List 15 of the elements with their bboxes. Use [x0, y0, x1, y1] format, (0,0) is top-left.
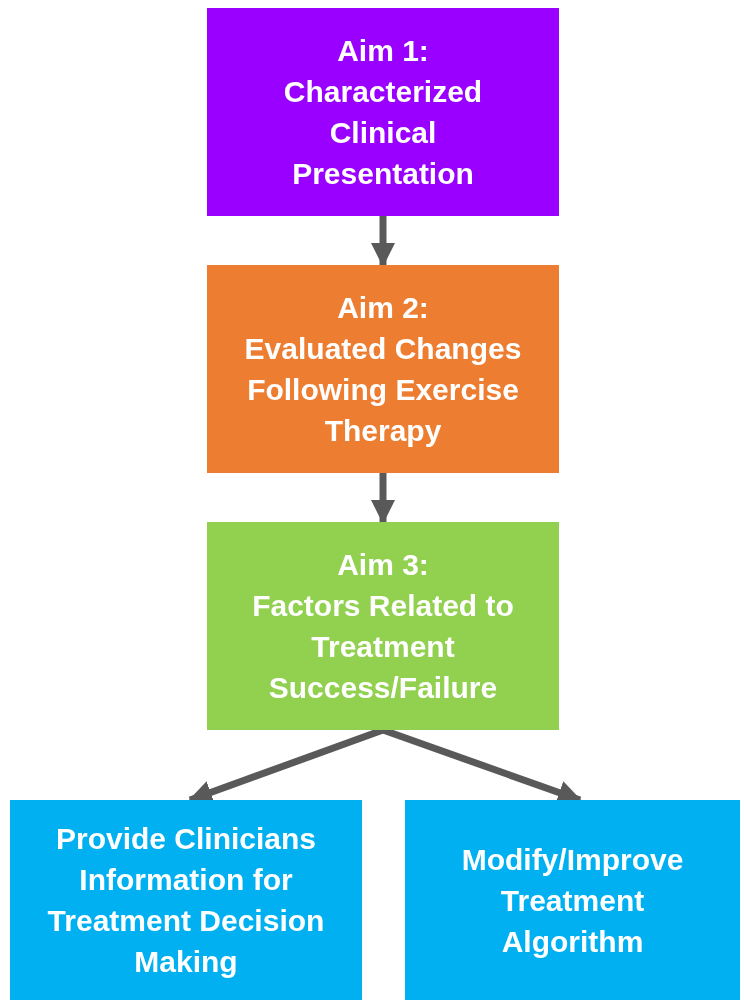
- process-box: [10, 800, 362, 1000]
- process-box: [207, 265, 559, 473]
- arrow: [371, 216, 395, 267]
- box-text: Characterized Clinical Presentation: [282, 74, 484, 192]
- box-text: Evaluated Changes Following Exercise Therapy: [243, 331, 523, 449]
- arrow: [371, 473, 395, 524]
- box-text: Factors Related to Treatment Success/Failure: [251, 588, 515, 706]
- process-box: [405, 800, 740, 1000]
- box-heading: Aim 3:: [337, 547, 429, 583]
- process-box: [207, 8, 559, 216]
- box-heading: Aim 2:: [337, 290, 429, 326]
- box-heading: Aim 1:: [337, 33, 429, 69]
- box-text: Modify/Improve Treatment Algorithm: [461, 841, 684, 960]
- box-text: Provide Clinicians Information for Treatment Decision Making: [46, 821, 326, 980]
- process-box: [207, 522, 559, 730]
